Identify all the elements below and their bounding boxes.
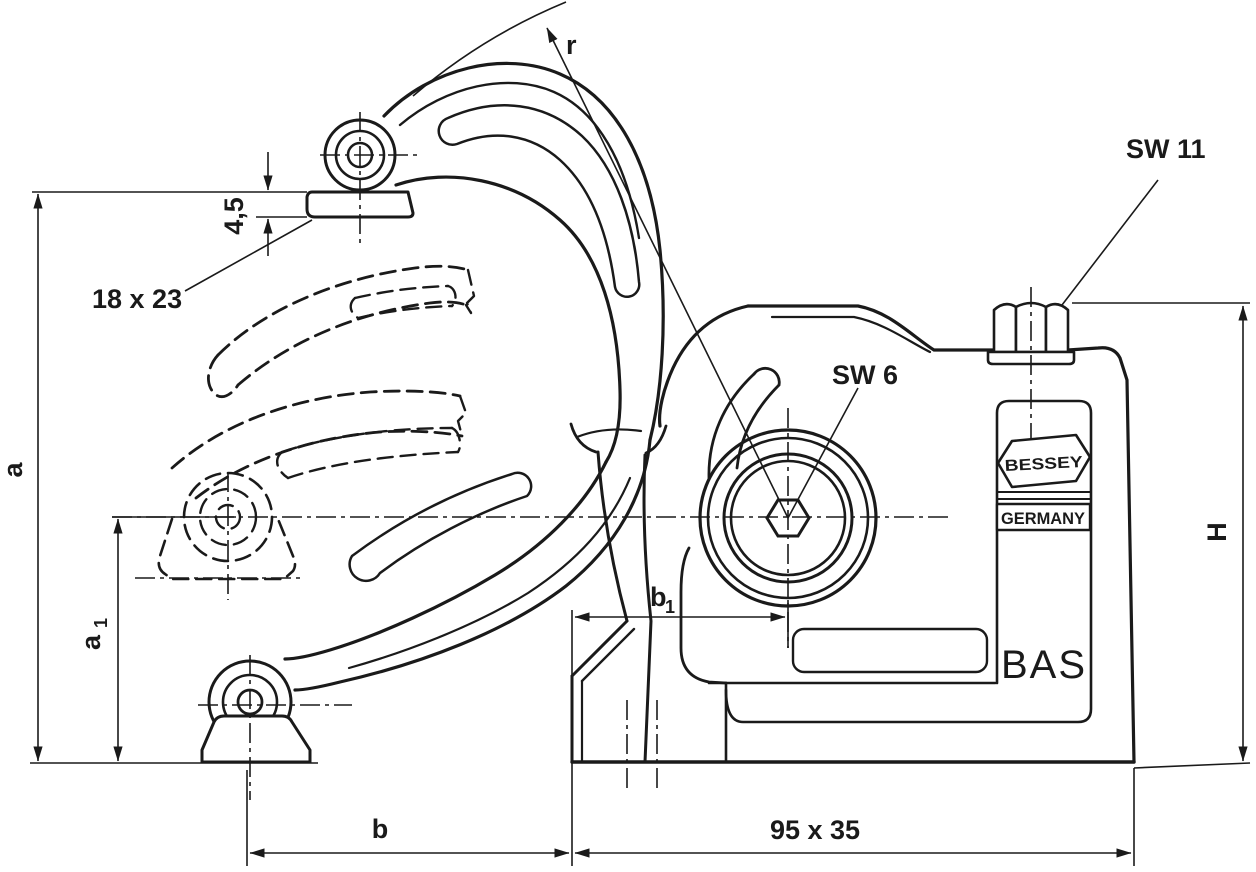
sw11-leader-line bbox=[1061, 179, 1159, 306]
radius-dimension-line bbox=[546, 27, 789, 519]
label-base-size: 95 x 35 bbox=[770, 815, 860, 845]
dimension-labels: r SW 11 SW 6 18 x 23 4,5 a a 1 b 1 b H 9… bbox=[0, 30, 1232, 845]
label-b: b bbox=[372, 814, 389, 844]
pad-size-leader-line bbox=[184, 219, 313, 292]
clamp-arm bbox=[283, 61, 665, 692]
germany-box bbox=[995, 502, 1092, 532]
label-h: H bbox=[1202, 522, 1232, 542]
germany-text: GERMANY bbox=[1001, 509, 1086, 528]
lower-pressure-foot bbox=[200, 659, 312, 764]
label-radius: r bbox=[566, 30, 577, 60]
dimension-lines bbox=[30, 1, 1251, 866]
label-a1: a bbox=[76, 634, 106, 650]
label-sw6: SW 6 bbox=[832, 360, 898, 390]
model-text: BAS bbox=[1001, 643, 1087, 687]
label-a: a bbox=[0, 462, 28, 478]
hex-nut-sw11 bbox=[986, 301, 1076, 366]
label-b1-subscript: 1 bbox=[665, 597, 675, 617]
centerlines bbox=[112, 112, 1032, 800]
bessey-logo-badge bbox=[996, 433, 1092, 489]
sw6-leader-line bbox=[787, 387, 859, 519]
label-pad-thickness: 4,5 bbox=[219, 197, 249, 235]
label-sw11: SW 11 bbox=[1126, 134, 1206, 164]
label-pad-size: 18 x 23 bbox=[92, 284, 182, 314]
bessey-logo-text: BESSEY bbox=[1004, 454, 1083, 475]
branding-panel: BESSEY GERMANY BAS bbox=[995, 433, 1092, 687]
top-pressure-pad bbox=[305, 118, 415, 219]
phantom-arm-positions bbox=[157, 264, 476, 581]
label-a1-subscript: 1 bbox=[91, 618, 111, 628]
label-b1: b bbox=[650, 582, 667, 612]
swing-radius-arc bbox=[412, 1, 567, 97]
